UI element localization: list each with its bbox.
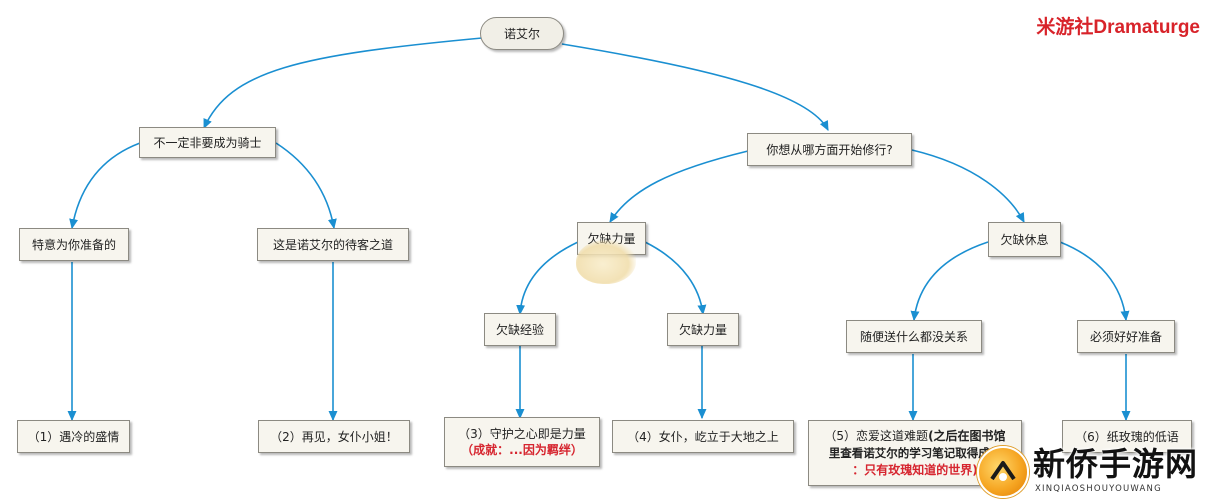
node-ending-6: （6）纸玫瑰的低语 xyxy=(1062,420,1192,453)
brand-watermark: 米游社Dramaturge xyxy=(1036,17,1200,38)
node-ending-5-note-start: (之后在图书馆 xyxy=(928,428,1006,443)
edge-left-to-host xyxy=(275,142,337,230)
node-ending-5-line1: （5）恋爱这道难题(之后在图书馆 xyxy=(824,428,1005,445)
edge-root-to-left xyxy=(203,37,483,130)
tag-watermark-icon xyxy=(576,240,636,284)
edge-root-to-right xyxy=(561,43,829,131)
node-must-prepare-label: 必须好好准备 xyxy=(1089,329,1162,344)
node-ending-5-title: （5）恋爱这道难题 xyxy=(824,428,929,443)
node-special-for-you: 特意为你准备的 xyxy=(19,228,129,261)
node-training-direction: 你想从哪方面开始修行? xyxy=(747,133,912,166)
node-not-knight: 不一定非要成为骑士 xyxy=(139,127,276,158)
node-lack-rest-label: 欠缺休息 xyxy=(1000,232,1049,247)
node-ending-1-label: （1）遇冷的盛情 xyxy=(27,429,120,444)
node-ending-6-label: （6）纸玫瑰的低语 xyxy=(1075,429,1179,444)
node-lack-exp-label: 欠缺经验 xyxy=(495,322,544,337)
site-logo-pinyin: XINQIAOSHOUYOUWANG xyxy=(1035,484,1162,494)
node-anything-fine-label: 随便送什么都没关系 xyxy=(859,329,968,344)
node-ending-1: （1）遇冷的盛情 xyxy=(17,420,130,453)
node-lack-exp: 欠缺经验 xyxy=(484,313,556,346)
node-not-knight-label: 不一定非要成为骑士 xyxy=(153,135,262,150)
node-lack-rest: 欠缺休息 xyxy=(988,222,1061,257)
node-ending-3-achievement: （成就：...因为羁绊） xyxy=(461,443,583,457)
edge-right-to-lackrest xyxy=(911,149,1025,223)
node-lack-power-b: 欠缺力量 xyxy=(667,313,739,346)
node-ending-2: （2）再见，女仆小姐！ xyxy=(258,420,410,453)
node-special-for-you-label: 特意为你准备的 xyxy=(31,237,116,252)
node-hospitality-label: 这是诺艾尔的待客之道 xyxy=(272,237,393,252)
node-ending-5-achievement: ：只有玫瑰知道的世界) xyxy=(852,462,978,477)
node-lack-power-b-label: 欠缺力量 xyxy=(678,322,727,337)
edge-lackpower-to-power xyxy=(644,241,707,316)
edge-right-to-lackpower xyxy=(609,150,749,223)
edge-lackpower-to-exp xyxy=(516,241,579,316)
node-ending-3-title: （3）守护之心即是力量 xyxy=(458,427,586,441)
node-ending-4: （4）女仆，屹立于大地之上 xyxy=(612,420,794,453)
site-logo-name: 新侨手游网 xyxy=(1033,445,1199,483)
edge-lackrest-to-casual xyxy=(910,241,989,322)
node-ending-3: （3）守护之心即是力量 （成就：...因为羁绊） xyxy=(444,417,600,467)
node-hospitality: 这是诺艾尔的待客之道 xyxy=(257,228,409,261)
node-ending-2-label: （2）再见，女仆小姐！ xyxy=(270,429,398,444)
node-anything-fine: 随便送什么都没关系 xyxy=(846,320,982,353)
edge-lackrest-to-prepare xyxy=(1059,241,1130,322)
site-logo-icon xyxy=(977,446,1029,498)
node-must-prepare: 必须好好准备 xyxy=(1077,320,1175,353)
node-ending-4-label: （4）女仆，屹立于大地之上 xyxy=(627,429,779,444)
edge-left-to-special xyxy=(69,142,141,230)
node-root: 诺艾尔 xyxy=(480,17,564,50)
node-training-direction-label: 你想从哪方面开始修行? xyxy=(766,142,893,157)
site-logo: 新侨手游网 XINQIAOSHOUYOUWANG xyxy=(975,440,1208,500)
node-ending-5-line2: 里查看诺艾尔的学习笔记取得成就 xyxy=(828,445,1002,460)
node-root-label: 诺艾尔 xyxy=(503,26,540,41)
